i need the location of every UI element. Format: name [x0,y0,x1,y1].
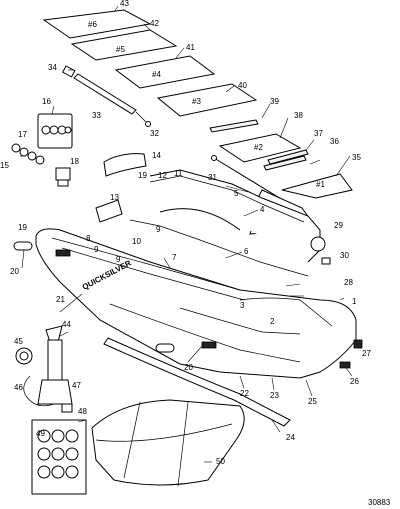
transom-fitting [339,339,363,369]
floor-panel-5: #5 [70,29,178,61]
oarlock-right [201,341,217,349]
stringer-strips-36-37 [263,149,309,171]
svg-text:#5: #5 [116,45,125,54]
floor-panel-3: #3 [156,83,258,117]
callout-11: 11 [174,169,183,178]
callout-20a: 20 [10,267,19,276]
callout-2: 2 [270,317,275,326]
callout-22: 22 [240,389,249,398]
callout-18: 18 [70,157,79,166]
floor-panel-4: #4 [114,55,216,89]
stringer-rail [62,65,151,127]
callout-33: 33 [92,111,101,120]
callout-23: 23 [270,391,279,400]
callout-43: 43 [120,0,129,8]
callout-5: 5 [234,189,239,198]
callout-31: 31 [208,173,217,182]
callout-45: 45 [14,337,23,346]
floor-panel-2: #2 [218,133,302,163]
svg-text:#4: #4 [152,70,161,79]
pump [15,325,73,405]
oar-holder [95,153,147,223]
handle-20-left [13,241,33,251]
stringer-strip-39 [209,119,259,133]
callout-46: 46 [14,383,23,392]
svg-text:#6: #6 [88,20,97,29]
callout-13: 13 [110,193,119,202]
callout-10: 10 [132,237,141,246]
callout-17: 17 [18,130,27,139]
callout-7: 7 [172,253,177,262]
callout-49: 49 [36,429,45,438]
svg-text:#3: #3 [192,97,201,106]
valve-kit [37,113,73,149]
floor-panel-6: #6 [42,9,152,39]
callout-34: 34 [48,63,57,72]
callout-numbers: 1 2 3 4 5 6 7 8 9 9 9 10 11 12 13 14 15 … [0,0,371,466]
callout-9b: 9 [116,255,121,264]
floor-panel-1: #1 [281,173,353,199]
callout-3: 3 [240,301,245,310]
valve-assembly [11,143,71,187]
callout-39: 39 [270,97,279,106]
callout-21: 21 [56,295,65,304]
carry-bag [91,399,245,487]
callout-12: 12 [158,171,167,180]
callout-16: 16 [42,97,51,106]
callout-9c: 9 [156,225,161,234]
oarlock-left [55,249,71,257]
rub-strip [103,337,291,427]
handle-20-right [155,343,175,353]
callout-44: 44 [62,320,71,329]
callout-25: 25 [308,397,317,406]
leader-lines [20,5,353,463]
callout-14: 14 [152,151,161,160]
callout-1: 1 [352,297,357,306]
callout-28: 28 [344,278,353,287]
svg-text:#2: #2 [254,143,263,152]
callout-32: 32 [150,129,159,138]
callout-37: 37 [314,129,323,138]
boat-hull: QUICKSILVER [35,169,357,379]
callout-40: 40 [238,81,247,90]
callout-19b: 19 [18,223,27,232]
callout-9a: 9 [94,245,99,254]
svg-text:#1: #1 [316,180,325,189]
callout-4: 4 [260,205,265,214]
callout-8: 8 [86,234,91,243]
callout-20b: 20 [184,363,193,372]
callout-15: 15 [0,161,9,170]
callout-30: 30 [340,251,349,260]
callout-19a: 19 [138,171,147,180]
callout-29: 29 [334,221,343,230]
callout-24: 24 [286,433,295,442]
callout-38: 38 [294,111,303,120]
callout-6: 6 [244,247,249,256]
callout-42: 42 [150,19,159,28]
callout-27: 27 [362,349,371,358]
repair-kit [31,419,87,495]
callout-47: 47 [72,381,81,390]
callout-48: 48 [78,407,87,416]
callout-41: 41 [186,43,195,52]
valve-29-30 [310,236,331,265]
callout-35: 35 [352,153,361,162]
callout-26: 26 [350,377,359,386]
pump-hose [23,375,73,413]
callout-36: 36 [330,137,339,146]
callout-50: 50 [216,457,225,466]
figure-number: 30883 [368,498,391,507]
